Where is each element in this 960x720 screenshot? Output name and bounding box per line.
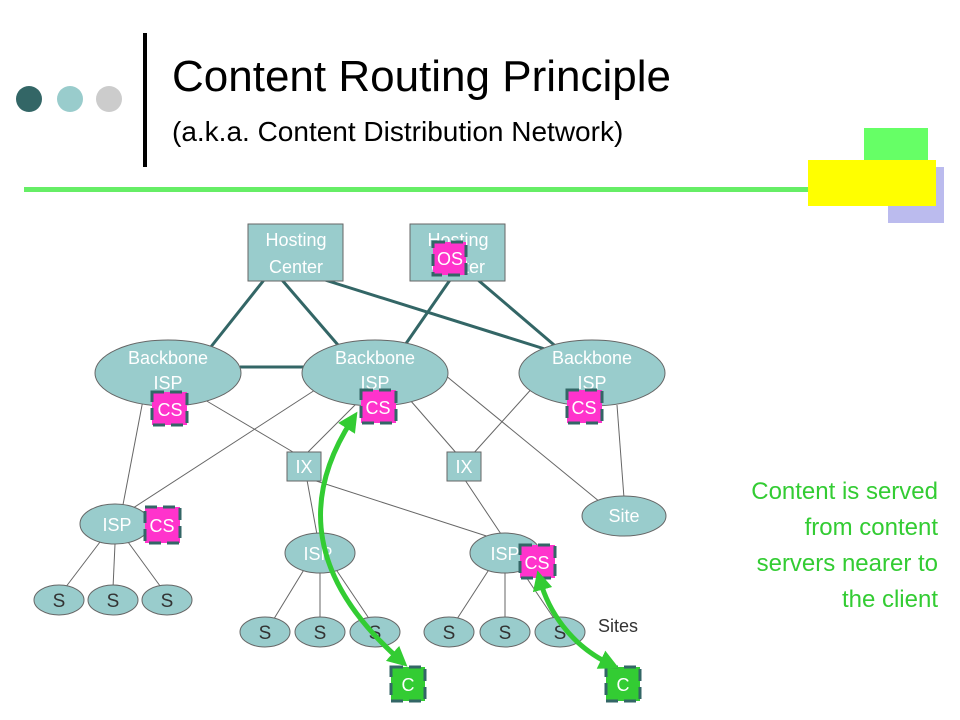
content-server-isp-left: CS <box>143 505 182 545</box>
link-isp-left-s2 <box>112 543 116 589</box>
link-bb2-ix1 <box>304 399 361 456</box>
sites-label: Sites <box>598 616 638 636</box>
link-bb2-isp-left <box>129 389 316 511</box>
backbone-isp-1-label-top: Backbone <box>128 348 208 368</box>
backbone-isp-3-label-top: Backbone <box>552 348 632 368</box>
content-server-label: CS <box>365 398 390 418</box>
link-isp-left-s3 <box>127 541 164 591</box>
client-left-label: C <box>402 675 415 695</box>
arrow-cs-to-client-right <box>532 570 620 669</box>
end-site-label: S <box>443 623 456 644</box>
end-site: S <box>87 584 139 616</box>
link-isp-mid-s3 <box>334 567 371 621</box>
link-ix1-isp-mid <box>306 479 319 541</box>
backbone-isp-1: Backbone ISP <box>94 339 242 407</box>
link-isp-right-s1 <box>454 567 491 623</box>
ix-1-label: IX <box>295 457 312 477</box>
delivery-arrows <box>318 411 620 669</box>
arrow-cs-to-client-left <box>318 411 408 667</box>
content-server-isp-right: CS <box>518 543 557 580</box>
end-site: S <box>141 584 193 616</box>
backbone-isp-2-label-bottom: ISP <box>360 373 389 393</box>
backbone-isp-1-label-bottom: ISP <box>153 373 182 393</box>
thick-links <box>208 278 561 369</box>
decor-dot-teal <box>57 86 83 112</box>
link-bb3-site <box>616 404 625 499</box>
link-hc2-bb2 <box>403 279 452 346</box>
isp-right-label: ISP <box>490 544 519 564</box>
link-hc1-bb3 <box>324 278 549 352</box>
end-site: S <box>479 616 531 648</box>
content-server-bb1: CS <box>150 390 189 427</box>
client-right-label: C <box>617 675 630 695</box>
backbone-isp-2-label-top: Backbone <box>335 348 415 368</box>
client-left: C <box>389 665 427 703</box>
site-node-label: Site <box>608 506 639 526</box>
site-node: Site <box>581 495 667 537</box>
clients: C C <box>389 665 642 703</box>
title-divider <box>143 33 147 167</box>
end-site: S <box>423 616 475 648</box>
isp-middle: ISP <box>284 532 356 574</box>
content-servers: CS CS CS CS CS <box>143 388 604 580</box>
hosting-center-1-label-top: Hosting <box>265 230 326 250</box>
end-site-label: S <box>314 623 327 644</box>
end-site-label: S <box>161 591 174 612</box>
content-server-label: CS <box>571 398 596 418</box>
ix-1: IX <box>286 451 322 482</box>
backbone-isp-3: Backbone ISP <box>518 339 666 407</box>
decor-dot-gray <box>96 86 122 112</box>
link-isp-mid-s1 <box>271 567 306 623</box>
link-isp-left-s1 <box>61 541 101 593</box>
ix-2: IX <box>446 451 482 482</box>
isp-left-label: ISP <box>102 515 131 535</box>
end-site: S <box>294 616 346 648</box>
slide-subtitle: (a.k.a. Content Distribution Network) <box>172 116 624 147</box>
content-server-label: CS <box>157 400 182 420</box>
link-bb2-site <box>444 374 601 503</box>
content-server-bb3: CS <box>565 388 604 425</box>
end-site-label: S <box>107 591 120 612</box>
link-bb1-isp-left <box>121 399 144 511</box>
end-sites: S S S S S S S <box>33 584 586 648</box>
end-site: S <box>33 584 85 616</box>
content-note-line-2: from content <box>804 514 938 541</box>
content-note-line-4: the client <box>841 586 938 613</box>
link-bb2-ix2 <box>409 399 459 456</box>
content-note: Content is served from content servers n… <box>676 474 938 618</box>
link-hc2-bb3 <box>477 278 561 352</box>
client-right: C <box>604 665 642 703</box>
backbone-isp-2: Backbone ISP <box>301 339 449 407</box>
end-site-label: S <box>53 591 66 612</box>
link-hc1-bb1 <box>208 279 266 349</box>
title-underline <box>24 187 824 192</box>
slide-title: Content Routing Principle <box>172 52 671 101</box>
hosting-center-1-label-bottom: Center <box>269 257 323 277</box>
end-site-label: S <box>259 623 272 644</box>
link-ix1-isp-right <box>306 477 506 543</box>
hosting-center-1: Hosting Center <box>247 223 344 282</box>
backbone-isp-3-label-bottom: ISP <box>577 373 606 393</box>
end-site-label: S <box>499 623 512 644</box>
link-bb3-ix2 <box>471 384 536 456</box>
content-server-label: CS <box>149 516 174 536</box>
link-hc1-bb2 <box>280 279 340 346</box>
content-note-line-3: servers nearer to <box>756 550 938 577</box>
content-server-label: CS <box>524 553 549 573</box>
link-ix2-isp-right <box>464 479 506 541</box>
content-note-line-1: Content is served <box>751 478 938 505</box>
isp-left: ISP <box>79 503 151 545</box>
origin-server: OS <box>431 240 468 277</box>
decor-square-yellow <box>808 160 936 206</box>
ix-2-label: IX <box>455 457 472 477</box>
content-server-bb2: CS <box>359 388 398 425</box>
end-site: S <box>239 616 291 648</box>
origin-server-label: OS <box>437 249 463 269</box>
link-bb1-ix1 <box>204 399 299 456</box>
decor-dot-dark <box>16 86 42 112</box>
